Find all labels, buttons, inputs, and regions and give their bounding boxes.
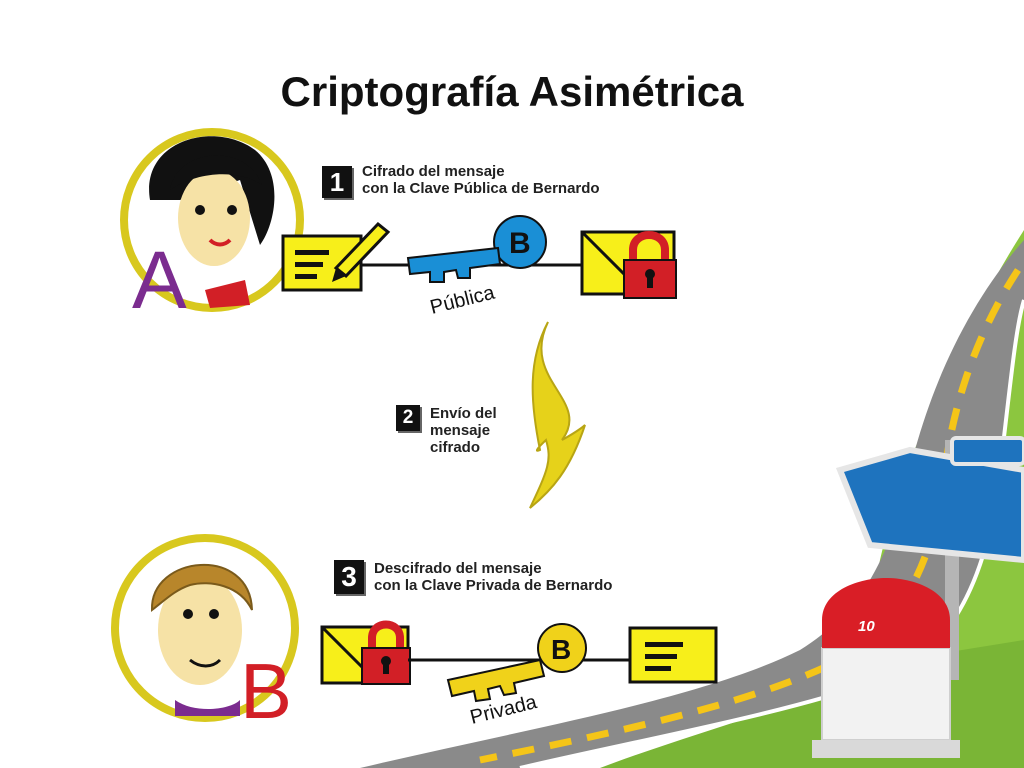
step-3-caption: 3 Descifrado del mensaje con la Clave Pr… <box>334 560 612 594</box>
private-key-letter: B <box>551 634 571 665</box>
person-b-letter: B <box>240 647 292 735</box>
step-1-number: 1 <box>322 166 352 198</box>
slide-title: Criptografía Asimétrica <box>280 68 744 115</box>
step-3-line2: con la Clave Privada de Bernardo <box>374 577 613 594</box>
step-1-caption: 1 Cifrado del mensaje con la Clave Públi… <box>322 163 600 198</box>
step-2-caption: 2 Envío del mensaje cifrado <box>396 405 497 456</box>
envelope-lock-icon <box>580 230 677 299</box>
document-icon <box>628 626 718 684</box>
step-1-line2: con la Clave Pública de Bernardo <box>362 180 600 197</box>
step-2-line3: cifrado <box>430 439 481 456</box>
public-key-label: Pública <box>428 281 498 318</box>
page-number: 10 <box>858 618 875 635</box>
person-a-letter: A <box>132 235 187 326</box>
woman-avatar-icon <box>120 128 304 312</box>
step-3-number: 3 <box>334 560 364 594</box>
send-arrow-icon <box>529 321 586 509</box>
private-key-icon <box>446 623 587 703</box>
road-sign-top <box>950 436 1024 466</box>
document-pencil-icon <box>281 221 391 292</box>
road-sign <box>835 446 1024 564</box>
step-1-line1: Cifrado del mensaje <box>362 163 505 180</box>
public-key-icon <box>406 215 547 283</box>
step-2-line2: mensaje <box>430 422 491 439</box>
step-2-line1: Envío del <box>430 405 497 422</box>
envelope-lock-b-icon <box>320 620 411 685</box>
milestone-top <box>822 578 950 648</box>
man-avatar-icon <box>111 534 299 722</box>
public-key-letter: B <box>509 227 531 260</box>
step-3-line1: Descifrado del mensaje <box>374 560 542 577</box>
step-2-number: 2 <box>396 405 420 431</box>
milestone-base <box>812 740 960 758</box>
